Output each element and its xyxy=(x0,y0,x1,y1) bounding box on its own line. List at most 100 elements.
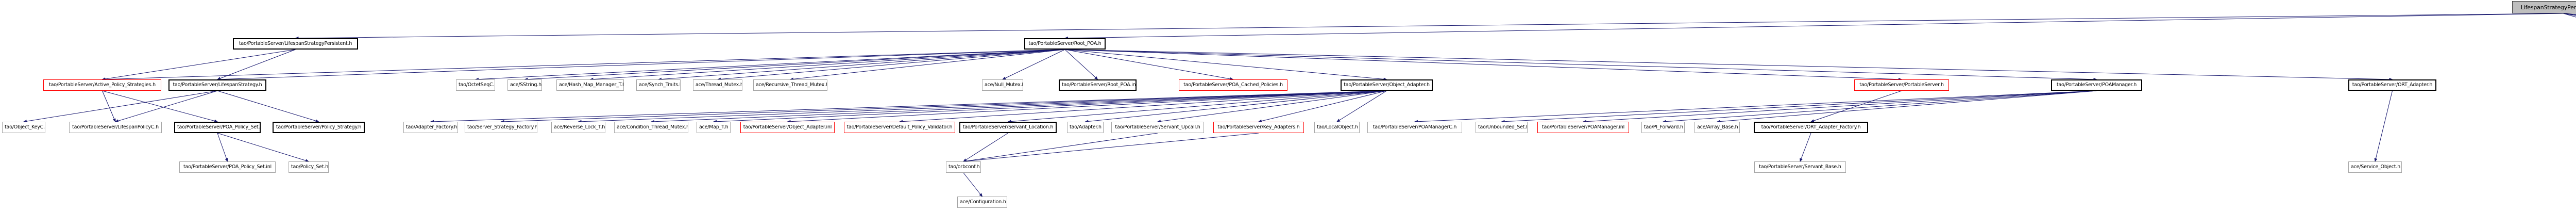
graph-node-label: ace/Reverse_Lock_T.h xyxy=(554,125,605,130)
graph-node-label: ace/Configuration.h xyxy=(960,200,1006,205)
graph-node-label: tao/Adapter_Factory.h xyxy=(406,125,457,130)
graph-node[interactable]: ace/Synch_Traits.h xyxy=(636,79,681,91)
graph-node-label: tao/PI_Forward.h xyxy=(1644,125,1683,130)
graph-node[interactable]: tao/Adapter_Factory.h xyxy=(403,122,458,133)
graph-node[interactable]: ace/Thread_Mutex.h xyxy=(693,79,742,91)
graph-edge xyxy=(2563,13,2576,18)
graph-node-label: tao/Object_KeyC.h xyxy=(5,125,45,130)
graph-edge xyxy=(1084,90,1387,123)
graph-node[interactable]: tao/OctetSeqC.h xyxy=(456,79,495,91)
graph-edge xyxy=(217,90,319,123)
graph-node-label: tao/PortableServer/POAManager.inl xyxy=(1541,125,1625,130)
graph-edge xyxy=(1717,90,2097,123)
graph-node[interactable]: tao/PortableServer/Object_Adapter.h xyxy=(1341,79,1433,91)
graph-node-label: tao/Server_Strategy_Factory.h xyxy=(467,125,537,130)
graph-node-label: ace/Synch_Traits.h xyxy=(639,83,680,88)
graph-node[interactable]: tao/PortableServer/LifespanPolicyC.h xyxy=(69,122,162,133)
graph-node-label: ace/SString.h xyxy=(510,83,541,88)
graph-node[interactable]: tao/PortableServer/Root_POA.h xyxy=(1024,38,1106,50)
graph-node[interactable]: tao/PortableServer/POAManagerC.h xyxy=(1367,122,1462,133)
graph-edge xyxy=(963,133,1158,163)
graph-node-label: ace/Null_Mutex.h xyxy=(985,83,1023,88)
graph-edge xyxy=(1007,90,1387,123)
graph-edge xyxy=(115,90,218,123)
graph-edge xyxy=(475,49,1065,81)
graph-node[interactable]: tao/PortableServer/LifespanStrategy.h xyxy=(168,79,266,91)
graph-node[interactable]: tao/PortableServer/Object_Adapter.inl xyxy=(740,122,835,133)
graph-node[interactable]: tao/PortableServer/ORT_Adapter_Factory.h xyxy=(1754,122,1868,133)
graph-node-label: tao/PortableServer/Default_Policy_Valida… xyxy=(846,125,953,130)
graph-edge xyxy=(1336,90,1387,122)
graph-node[interactable]: ace/Configuration.h xyxy=(957,197,1007,208)
graph-node[interactable]: tao/Object_KeyC.h xyxy=(2,122,45,133)
graph-node[interactable]: tao/Adapter.h xyxy=(1067,122,1104,133)
graph-node[interactable]: tao/PortableServer/ORT_Adapter.h xyxy=(2348,79,2436,91)
graph-node[interactable]: tao/PortableServer/POAManager.inl xyxy=(1537,122,1629,133)
graph-node[interactable]: ace/SString.h xyxy=(507,79,542,91)
graph-node-label: tao/orbconf.h xyxy=(948,165,980,170)
graph-node[interactable]: tao/PI_Forward.h xyxy=(1641,122,1685,133)
graph-node[interactable]: tao/Policy_Set.h xyxy=(289,161,329,173)
graph-node[interactable]: tao/PortableServer/Servant_Upcall.h xyxy=(1111,122,1204,133)
graph-node[interactable]: tao/PortableServer/POAManager.h xyxy=(2051,79,2142,91)
graph-node-label: tao/PortableServer/Root_POA.h xyxy=(1028,41,1101,46)
graph-node-label: ace/Service_Object.h xyxy=(2351,165,2400,170)
graph-node-label: tao/PortableServer/ORT_Adapter.h xyxy=(2352,83,2433,88)
graph-node[interactable]: tao/PortableServer/Root_POA.inl xyxy=(1059,79,1137,91)
graph-node-label: tao/PortableServer/Key_Adapters.h xyxy=(1217,125,1300,130)
graph-edge xyxy=(1414,90,2097,123)
graph-node[interactable]: tao/PortableServer/Policy_Strategy.h xyxy=(273,122,365,133)
graph-node-label: ace/Map_T.h xyxy=(699,125,728,130)
graph-node[interactable]: ace/Null_Mutex.h xyxy=(982,79,1023,91)
graph-edge xyxy=(1064,49,1902,81)
graph-edge xyxy=(963,172,983,197)
graph-node[interactable]: tao/PortableServer/Active_Policy_Strateg… xyxy=(43,79,161,91)
graph-node[interactable]: tao/orbconf.h xyxy=(946,161,981,173)
graph-node-label: ace/Condition_Thread_Mutex.h xyxy=(617,125,688,130)
graph-edge xyxy=(217,49,296,80)
graph-node[interactable]: tao/PortableServer/Default_Policy_Valida… xyxy=(844,122,955,133)
graph-node[interactable]: tao/PortableServer/PortableServer.h xyxy=(1854,79,1949,91)
graph-node[interactable]: tao/PortableServer/POA_Policy_Set.h xyxy=(174,122,261,133)
graph-node[interactable]: ace/Array_Base.h xyxy=(1694,122,1740,133)
graph-edge xyxy=(217,133,309,162)
graph-edge xyxy=(1064,49,1098,80)
graph-node-label: tao/PortableServer/POA_Cached_Policies.h xyxy=(1183,83,1283,88)
graph-node-label: tao/PortableServer/POAManager.h xyxy=(2056,83,2137,88)
graph-node[interactable]: tao/PortableServer/POA_Cached_Policies.h xyxy=(1179,79,1287,91)
graph-node[interactable]: tao/PortableServer/LifespanStrategyPersi… xyxy=(233,38,358,50)
graph-node-label: tao/LocalObject.h xyxy=(1317,125,1358,130)
graph-node[interactable]: tao/PortableServer/Servant_Base.h xyxy=(1754,161,1846,173)
graph-node-label: tao/PortableServer/Root_POA.inl xyxy=(1062,83,1136,88)
graph-node[interactable]: ace/Reverse_Lock_T.h xyxy=(551,122,605,133)
graph-edge xyxy=(1663,90,2097,123)
graph-node[interactable]: tao/Unbounded_Set.h xyxy=(1476,122,1528,133)
graph-edge xyxy=(101,49,296,81)
graph-node-label: ace/Thread_Mutex.h xyxy=(696,83,742,88)
graph-node[interactable]: ace/Recursive_Thread_Mutex.h xyxy=(753,79,827,91)
graph-node[interactable]: tao/LocalObject.h xyxy=(1314,122,1360,133)
graph-edge xyxy=(295,13,2564,40)
graph-edge xyxy=(2563,13,2576,15)
graph-node[interactable]: ace/Condition_Thread_Mutex.h xyxy=(614,122,688,133)
graph-node[interactable]: tao/PortableServer/Servant_Location.h xyxy=(959,122,1057,133)
graph-node[interactable]: tao/PortableServer/Key_Adapters.h xyxy=(1213,122,1304,133)
graph-edge xyxy=(1800,133,1811,162)
graph-edge xyxy=(790,49,1065,81)
graph-node[interactable]: tao/Server_Strategy_Factory.h xyxy=(465,122,537,133)
graph-edge xyxy=(1583,90,2097,123)
graph-node[interactable]: LifespanStrategyPersistent.cpp xyxy=(2512,1,2576,13)
graph-edge xyxy=(787,90,1387,123)
graph-node-label: tao/Adapter.h xyxy=(1070,125,1101,130)
graph-node-label: tao/PortableServer/Object_Adapter.inl xyxy=(743,125,832,130)
graph-node-label: tao/PortableServer/Object_Adapter.h xyxy=(1344,83,1430,88)
graph-node-label: tao/PortableServer/Active_Policy_Strateg… xyxy=(49,83,156,88)
graph-node[interactable]: ace/Service_Object.h xyxy=(2348,161,2402,173)
graph-node[interactable]: ace/Hash_Map_Manager_T.h xyxy=(556,79,624,91)
graph-node[interactable]: ace/Map_T.h xyxy=(697,122,731,133)
graph-node-label: tao/PortableServer/Policy_Strategy.h xyxy=(276,125,362,130)
graph-edge xyxy=(1157,90,1387,123)
graph-node[interactable]: tao/PortableServer/POA_Policy_Set.inl xyxy=(179,161,276,173)
graph-node-label: tao/PortableServer/POAManagerC.h xyxy=(1372,125,1457,130)
